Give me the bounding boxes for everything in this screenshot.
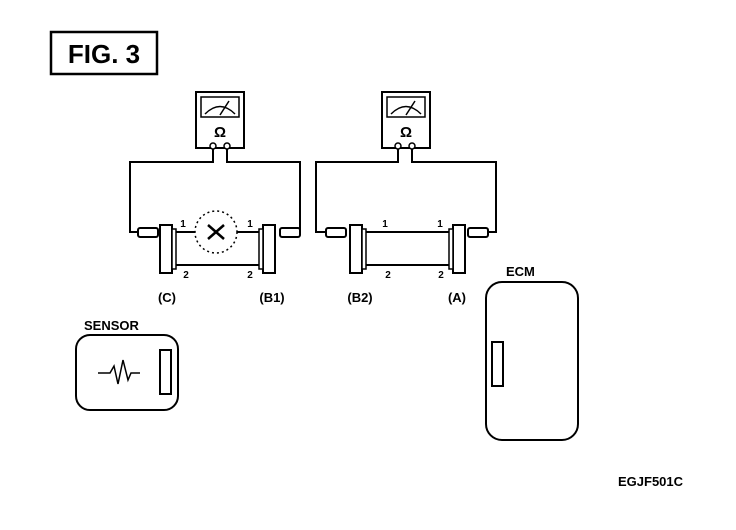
pin-label: 1 (382, 219, 388, 230)
pin-label: 2 (385, 270, 391, 281)
probe-jack-icon (223, 142, 231, 150)
probe-tip-icon (137, 227, 159, 238)
sensor-connector (159, 349, 172, 395)
probe-tip-icon (467, 227, 489, 238)
probe-jack-icon (408, 142, 416, 150)
connector-b1 (262, 224, 276, 274)
test-lead-right-2 (411, 149, 497, 233)
probe-jack-icon (394, 142, 402, 150)
figure-title: FIG. 3 (68, 39, 140, 69)
probe-jack-icon (209, 142, 217, 150)
pin-label: 2 (438, 270, 444, 281)
connector-label-b2: (B2) (347, 290, 372, 305)
pin-label: 1 (437, 219, 443, 230)
ohm-symbol-right: Ω (400, 124, 412, 141)
connector-label-c: (C) (158, 290, 176, 305)
probe-tip-icon (279, 227, 301, 238)
sensor-label: SENSOR (84, 318, 140, 333)
connector-a (452, 224, 466, 274)
pin-label: 1 (180, 219, 186, 230)
connector-label-b1: (B1) (259, 290, 284, 305)
pin-label: 1 (247, 219, 253, 230)
sensor-component: SENSOR (75, 318, 179, 411)
ecm-label: ECM (506, 264, 535, 279)
figure-title-box: FIG. 3 (49, 30, 159, 76)
harness-b2-a: 1 1 2 2 (B2) (A) (325, 219, 489, 305)
ohmmeter-left: Ω (195, 91, 245, 150)
ohmmeter-right: Ω (381, 91, 431, 150)
ohm-symbol-left: Ω (214, 124, 226, 141)
connector-label-a: (A) (448, 290, 466, 305)
connector-c (159, 224, 173, 274)
connector-b2 (349, 224, 363, 274)
pin-label: 2 (247, 270, 253, 281)
test-lead-left-2 (226, 149, 301, 233)
probe-tip-icon (325, 227, 347, 238)
pin-label: 2 (183, 270, 189, 281)
ecm-component: ECM (485, 264, 579, 441)
harness-c-b1: 1 1 2 2 (C) (B1) (137, 210, 301, 305)
diagram-code: EGJF501C (618, 474, 684, 489)
test-lead-left-1 (129, 149, 214, 233)
signal-waveform-icon (98, 359, 140, 385)
ecm-connector (491, 341, 504, 387)
test-lead-right-1 (315, 149, 399, 233)
